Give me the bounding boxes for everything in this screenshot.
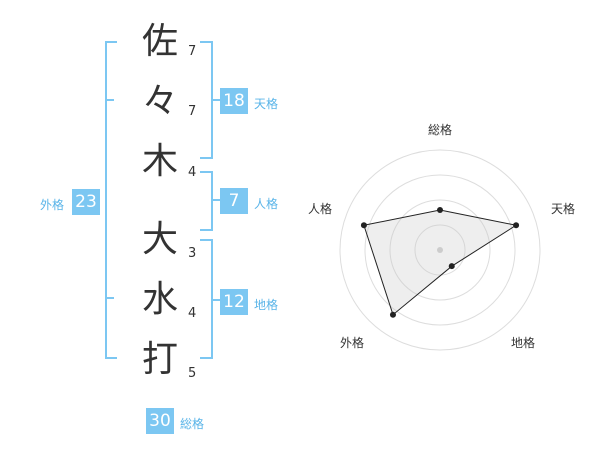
name-char-2: 々 bbox=[141, 81, 178, 122]
radar-label-jinkaku: 人格 bbox=[308, 202, 333, 216]
radar-ring-4 bbox=[339, 149, 541, 351]
radar-chart bbox=[339, 149, 541, 351]
stroke-count-5: 4 bbox=[188, 306, 197, 321]
chikaku-badge: 12 bbox=[220, 289, 248, 315]
radar-label-chikaku: 地格 bbox=[511, 336, 536, 350]
soukaku-label: 総格 bbox=[180, 417, 205, 431]
name-char-1: 佐 bbox=[141, 21, 178, 62]
jinkaku-bracket bbox=[200, 171, 220, 231]
name-char-6: 打 bbox=[141, 339, 178, 380]
chikaku-bracket bbox=[200, 239, 220, 359]
radar-ring-1 bbox=[414, 224, 466, 276]
gaikaku-bracket bbox=[105, 41, 117, 359]
radar-rings bbox=[339, 149, 541, 351]
name-char-5: 水 bbox=[141, 279, 178, 320]
radar-ring-3 bbox=[364, 174, 516, 326]
radar-point-4 bbox=[389, 311, 396, 318]
gaikaku-label: 外格 bbox=[40, 198, 65, 212]
radar-center-dot bbox=[437, 247, 443, 253]
stroke-count-4: 3 bbox=[188, 246, 197, 261]
chikaku-label: 地格 bbox=[254, 298, 279, 312]
tenkaku-badge: 18 bbox=[220, 88, 248, 114]
radar-series-polygon bbox=[363, 209, 518, 316]
stroke-count-3: 4 bbox=[188, 165, 197, 180]
name-char-3: 木 bbox=[141, 141, 178, 182]
radar-points bbox=[360, 207, 520, 318]
tenkaku-label: 天格 bbox=[254, 97, 279, 111]
radar-point-3 bbox=[448, 263, 455, 270]
radar-point-1 bbox=[437, 207, 443, 213]
radar-point-2 bbox=[513, 222, 520, 229]
jinkaku-label: 人格 bbox=[254, 197, 279, 211]
stroke-count-2: 7 bbox=[188, 104, 197, 119]
gaikaku-badge: 23 bbox=[72, 189, 100, 215]
radar-label-gaikaku: 外格 bbox=[340, 336, 365, 350]
radar-ring-2 bbox=[389, 199, 491, 301]
stroke-count-1: 7 bbox=[188, 44, 197, 59]
radar-label-soukaku: 総格 bbox=[428, 123, 453, 137]
radar-point-5 bbox=[360, 222, 367, 229]
name-char-4: 大 bbox=[141, 219, 178, 260]
tenkaku-bracket bbox=[200, 41, 220, 159]
radar-label-tenkaku: 天格 bbox=[551, 202, 576, 216]
stroke-count-6: 5 bbox=[188, 366, 197, 381]
jinkaku-badge: 7 bbox=[220, 188, 248, 214]
soukaku-badge: 30 bbox=[146, 408, 174, 434]
